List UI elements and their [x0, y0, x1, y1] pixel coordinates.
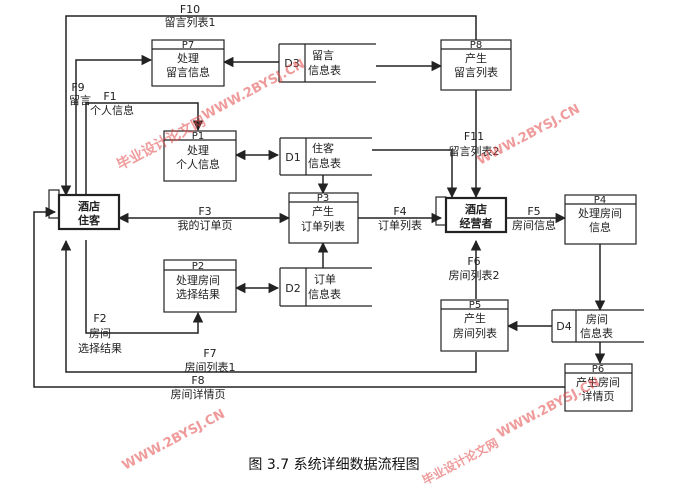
watermark-url-3: WWW.2BYSJ.CN [120, 407, 228, 474]
store-d2: D2 订单 信息表 [279, 267, 372, 307]
process-p8: P8 产生 留言列表 [440, 39, 512, 91]
d3-line1: 留言 [312, 49, 334, 62]
p3-line1: 产生 [312, 204, 334, 218]
d2-line2: 信息表 [308, 287, 341, 301]
f2-label1: 房间 [89, 327, 111, 340]
flow-f9-line [75, 54, 153, 195]
p1-line2: 个人信息 [176, 157, 220, 171]
p1-number: P1 [192, 131, 204, 142]
watermark-cn-2: 毕业设计论文网 [419, 435, 500, 485]
flow-f2-line [85, 240, 204, 334]
figure-caption: 图 3.7 系统详细数据流程图 [248, 457, 419, 473]
f9-code: F9 [71, 81, 84, 94]
f11-label: 留言列表2 [449, 144, 500, 158]
p4-line2: 信息 [589, 220, 611, 234]
flow-f7-line [60, 239, 477, 373]
d3-line2: 信息表 [308, 63, 341, 77]
f4-label: 订单列表 [378, 218, 422, 232]
f8-label: 房间详情页 [171, 387, 226, 401]
p3-number: P3 [317, 193, 329, 204]
p3-line2: 订单列表 [301, 219, 345, 233]
process-p3: P3 产生 订单列表 [288, 192, 359, 244]
d4-number: D4 [556, 320, 571, 333]
flow-labels: F10 留言列表1 F9 留言 F1 个人信息 F11 留言列表2 F3 我的订… [69, 3, 556, 401]
store-d1: D1 住客 信息表 [279, 137, 372, 176]
p6-line2: 详情页 [582, 389, 615, 403]
p8-number: P8 [470, 40, 482, 51]
d2-number: D2 [285, 282, 300, 295]
flow-lines [33, 15, 606, 388]
customer-line1: 酒店 [78, 199, 100, 213]
p5-line1: 产生 [464, 311, 486, 325]
store-d4: D4 房间 信息表 [551, 309, 644, 343]
flow-f8-line [33, 206, 565, 388]
p4-number: P4 [594, 195, 606, 206]
p6-line1: 产生房间 [576, 375, 620, 389]
d4-line1: 房间 [586, 313, 608, 326]
process-p2: P2 处理房间 选择结果 [163, 259, 237, 313]
p7-line2: 留言信息 [166, 65, 210, 79]
external-customer: 酒店 住客 [48, 189, 121, 231]
p8-line2: 留言列表 [454, 65, 498, 79]
f9-label: 留言 [69, 94, 91, 107]
f2-label2: 选择结果 [78, 341, 122, 355]
f2-code: F2 [93, 312, 106, 325]
p1-line1: 处理 [187, 144, 209, 157]
operator-line1: 酒店 [465, 202, 487, 216]
f7-label: 房间列表1 [185, 360, 236, 374]
p4-line1: 处理房间 [578, 207, 622, 220]
d4-line2: 信息表 [580, 326, 613, 340]
d3-number: D3 [284, 57, 299, 70]
f1-label: 个人信息 [90, 103, 134, 117]
f10-code: F10 [180, 3, 200, 16]
p5-line2: 房间列表 [453, 326, 497, 340]
d1-number: D1 [285, 151, 300, 164]
p2-line2: 选择结果 [176, 287, 220, 301]
f5-label: 房间信息 [512, 218, 556, 232]
f10-label: 留言列表1 [165, 15, 216, 29]
f8-code: F8 [191, 374, 204, 387]
f6-label: 房间列表2 [449, 268, 500, 282]
flow-f10-line [60, 15, 477, 197]
f3-label: 我的订单页 [178, 218, 233, 232]
f1-code: F1 [103, 90, 116, 103]
d2-line1: 订单 [314, 273, 336, 286]
p6-number: P6 [592, 364, 604, 375]
f5-code: F5 [527, 205, 540, 218]
customer-line2: 住客 [78, 213, 101, 227]
process-p6: P6 产生房间 详情页 [564, 363, 633, 412]
d1-line1: 住客 [312, 141, 334, 155]
flow-d1-operator-line [372, 149, 458, 199]
watermark-url-2: WWW.2BYSJ.CN [475, 102, 583, 169]
f3-code: F3 [198, 205, 211, 218]
f6-code: F6 [467, 255, 480, 268]
external-operator: 酒店 经营者 [435, 196, 508, 234]
process-p5: P5 产生 房间列表 [440, 299, 509, 352]
flow-f1-line [85, 102, 204, 195]
d1-line2: 信息表 [308, 156, 341, 170]
f11-code: F11 [464, 130, 484, 143]
p5-number: P5 [469, 300, 481, 311]
p2-line1: 处理房间 [176, 274, 220, 287]
f7-code: F7 [203, 347, 216, 360]
p8-line1: 产生 [465, 51, 487, 65]
f4-code: F4 [393, 205, 406, 218]
p2-number: P2 [192, 261, 204, 272]
p7-number: P7 [182, 40, 194, 51]
process-p7: P7 处理 留言信息 [151, 39, 225, 87]
p7-line1: 处理 [177, 52, 199, 65]
operator-line2: 经营者 [460, 216, 493, 230]
store-d3: D3 留言 信息表 [278, 43, 376, 83]
process-p1: P1 处理 个人信息 [163, 130, 237, 182]
process-p4: P4 处理房间 信息 [564, 194, 637, 245]
